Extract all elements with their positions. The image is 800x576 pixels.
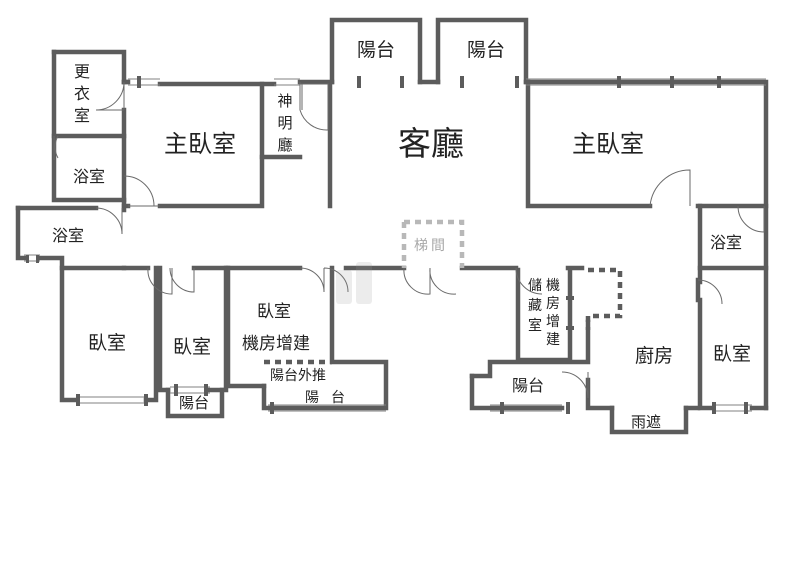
storage-room-label-2: 藏	[528, 298, 542, 314]
master-bedroom-left-label: 主臥室	[164, 130, 236, 158]
machine-room-extension-v-label-1: 機	[546, 278, 560, 294]
bathroom-mid-left-label: 浴室	[52, 226, 84, 245]
storage-room-label-3: 室	[528, 317, 542, 334]
dressing-room-label-1: 更	[74, 62, 90, 81]
machine-room-extension-v-label-2: 房	[546, 296, 560, 312]
room-labels: 陽台 陽台 更 衣 室 主臥室 神 明 廳 客廳 主臥室 浴室 浴室 浴室 梯間…	[52, 39, 751, 431]
stairwell-label: 梯間	[414, 238, 448, 254]
machine-room-extension-v-label-4: 建	[546, 332, 560, 348]
balcony-top-right-label: 陽台	[467, 39, 505, 61]
canopy-label: 雨遮	[631, 413, 661, 431]
bathroom-top-left-label: 浴室	[73, 167, 105, 186]
kitchen-label: 廚房	[635, 344, 673, 367]
balcony-bedroom-2-label: 陽台	[179, 394, 209, 412]
balcony-kitchen-label: 陽台	[512, 376, 544, 395]
dashed-walls	[264, 219, 623, 365]
living-room-label: 客廳	[398, 124, 464, 163]
bedroom-right-label: 臥室	[713, 343, 751, 365]
window-ticks	[26, 76, 748, 414]
door-swings	[53, 81, 765, 399]
bedroom-2-label: 臥室	[173, 336, 211, 358]
balcony-bottom-mid-label-2: 台	[331, 390, 345, 406]
machine-room-extension-v-label-3: 增	[546, 314, 560, 330]
watermark-logo	[336, 262, 372, 304]
balcony-top-left-label: 陽台	[357, 39, 395, 61]
dressing-room-label-2: 衣	[74, 84, 90, 103]
bedroom-3-label: 臥室	[257, 302, 291, 322]
balcony-pushed-out-label: 陽台外推	[270, 368, 326, 384]
shrine-hall-label-2: 明	[277, 114, 292, 132]
dressing-room-label-3: 室	[74, 106, 90, 125]
floor-plan-walls	[15, 17, 769, 435]
machine-room-extension-label: 機房增建	[242, 334, 310, 354]
shrine-hall-label-3: 廳	[277, 136, 292, 154]
bedroom-1-label: 臥室	[88, 332, 126, 354]
shrine-hall-label-1: 神	[277, 92, 292, 110]
storage-room-label-1: 儲	[528, 278, 542, 294]
balcony-bottom-mid-label-1: 陽	[305, 390, 319, 406]
master-bedroom-right-label: 主臥室	[572, 130, 644, 158]
bathroom-right-label: 浴室	[710, 233, 742, 252]
